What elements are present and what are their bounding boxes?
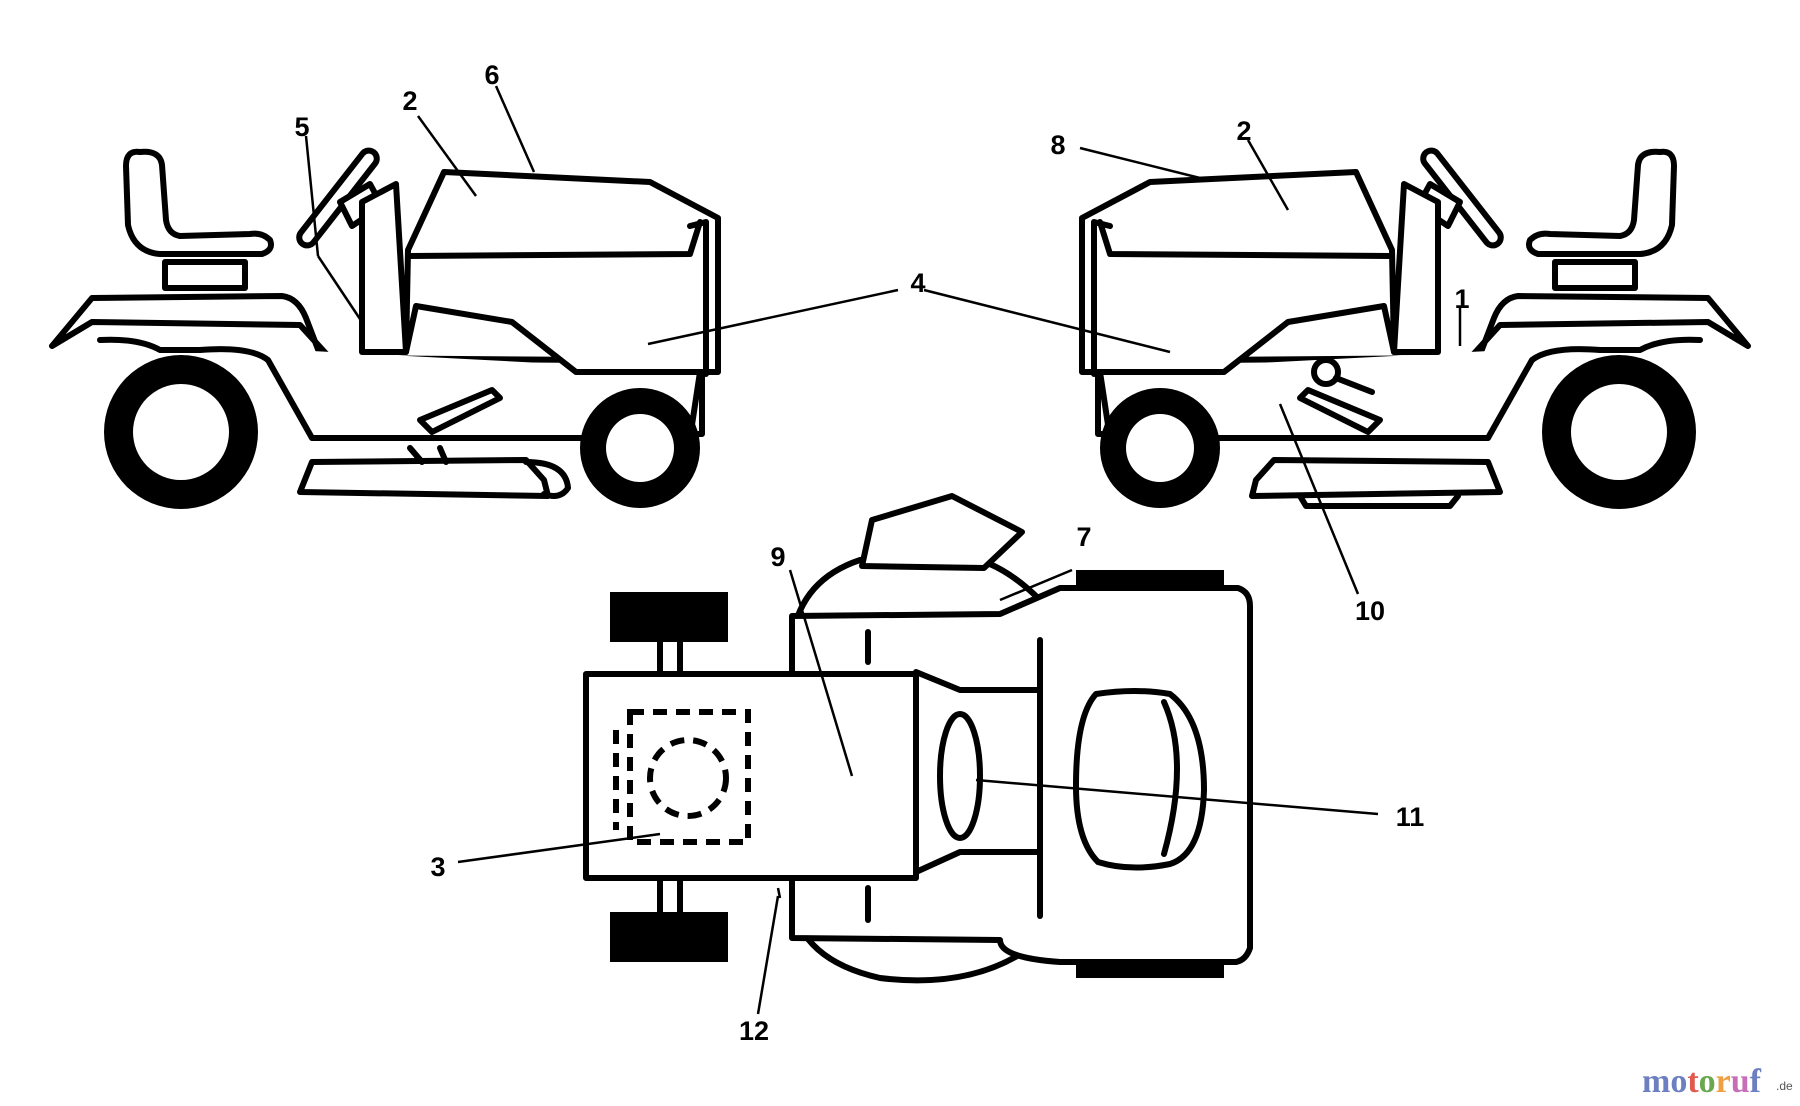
front-wheel-left bbox=[580, 388, 700, 508]
seat-top bbox=[1073, 688, 1207, 871]
callout-12: 12 bbox=[739, 1016, 769, 1046]
tractor-right-side-view bbox=[1079, 147, 1751, 509]
mower-deck-right bbox=[1249, 457, 1503, 499]
mower-deck-left bbox=[297, 457, 551, 499]
front-tire-top bbox=[610, 592, 728, 642]
callout-11: 11 bbox=[1396, 802, 1425, 832]
discharge-chute bbox=[859, 493, 1025, 571]
foot-pedal bbox=[417, 387, 503, 435]
hood-line bbox=[1097, 219, 1393, 259]
watermark-text: motoruf bbox=[1642, 1063, 1762, 1100]
callout-8: 8 bbox=[1050, 130, 1065, 160]
engine-outline bbox=[627, 709, 751, 845]
callout-numbers: 1 2 2 3 4 5 6 7 8 9 10 11 12 bbox=[294, 60, 1469, 1046]
grille bbox=[687, 219, 709, 377]
rear-tire-top bbox=[1076, 570, 1224, 586]
grille bbox=[1091, 219, 1113, 377]
rear-wheel-left bbox=[104, 355, 258, 509]
callout-2-right: 2 bbox=[1236, 116, 1251, 146]
callout-1: 1 bbox=[1454, 284, 1469, 314]
tractor-top-view bbox=[583, 493, 1253, 984]
seat bbox=[1526, 148, 1677, 291]
callout-4: 4 bbox=[910, 268, 925, 298]
callout-6: 6 bbox=[484, 60, 499, 90]
callout-5: 5 bbox=[294, 112, 309, 142]
front-wheel-right bbox=[1100, 388, 1220, 508]
hood bbox=[403, 169, 721, 375]
callout-10: 10 bbox=[1355, 596, 1385, 626]
steering-wheel-top bbox=[937, 711, 983, 841]
hood bbox=[1079, 169, 1397, 375]
seat bbox=[123, 148, 274, 291]
dash-panel bbox=[359, 181, 409, 355]
foot-pedal bbox=[1297, 387, 1383, 435]
callout-2-left: 2 bbox=[402, 86, 417, 116]
rear-wheel-right bbox=[1542, 355, 1696, 509]
tractor-left-side-view bbox=[49, 147, 721, 509]
dash-panel bbox=[1391, 181, 1441, 355]
hood-top bbox=[583, 671, 919, 881]
callout-9: 9 bbox=[770, 542, 785, 572]
front-tire-bottom bbox=[610, 912, 728, 962]
lift-lever-knob bbox=[1311, 357, 1341, 387]
watermark-suffix: .de bbox=[1776, 1079, 1793, 1093]
callout-7: 7 bbox=[1076, 522, 1091, 552]
rear-tire-bottom bbox=[1076, 962, 1224, 978]
leader-lines bbox=[304, 85, 1462, 1015]
watermark-logo: motoruf .de bbox=[1642, 1063, 1793, 1100]
hood-line bbox=[407, 219, 703, 259]
callout-3: 3 bbox=[430, 852, 445, 882]
